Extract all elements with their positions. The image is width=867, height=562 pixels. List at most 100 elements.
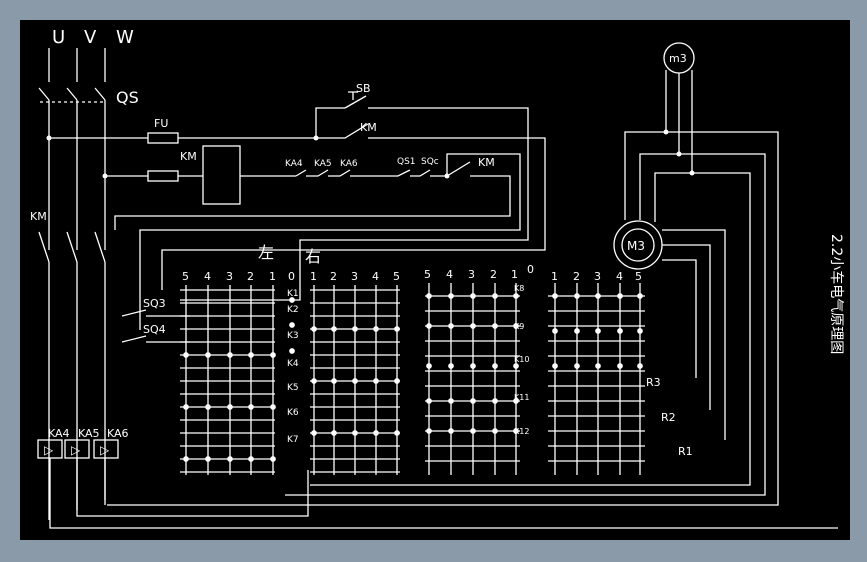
- right-grid-number: 3: [468, 268, 475, 281]
- grid-dot: [394, 378, 400, 384]
- grid-dot: [637, 363, 643, 369]
- grid-dot: [574, 363, 580, 369]
- control-circuit: [49, 91, 546, 330]
- right-grid-number: 1: [551, 270, 558, 283]
- grid-dot: [470, 363, 476, 369]
- left-grid-number: 1: [310, 270, 317, 283]
- r2-label: R2: [661, 411, 676, 424]
- grid-dot: [205, 456, 211, 462]
- ka6-label: KA6: [107, 427, 129, 440]
- sb-label: SB: [356, 82, 371, 95]
- right-k-labels: K8 K9 K10 K11 K12: [514, 284, 529, 436]
- ka6-contact-label: KA6: [340, 159, 358, 169]
- phase-label-w: W: [116, 27, 134, 48]
- left-label: 左: [258, 243, 274, 262]
- left-grid-number: 4: [204, 270, 211, 283]
- drawing-title: 2.2小车电气原理图: [828, 234, 845, 354]
- k-label: K11: [514, 393, 529, 402]
- m3-top-label: m3: [669, 52, 687, 65]
- grid-dot: [248, 352, 254, 358]
- right-grid-number: 5: [635, 270, 642, 283]
- grid-dot: [289, 348, 295, 354]
- grid-dot: [205, 404, 211, 410]
- grid-dot: [492, 363, 498, 369]
- grid-dot: [595, 363, 601, 369]
- relay-boxes: ▷ ▷ ▷: [37, 439, 838, 529]
- grid-dot: [248, 404, 254, 410]
- grid-dot: [470, 293, 476, 299]
- right-grid-numbers: 5 4 3 2 1 0 1 2 3 4 5: [424, 263, 642, 283]
- grid-dot: [311, 378, 317, 384]
- sq-switch-lines: [121, 309, 190, 343]
- grid-dot: [373, 326, 379, 332]
- grid-dot: [289, 322, 295, 328]
- right-grid-number: 2: [573, 270, 580, 283]
- right-grid-number: 1: [511, 268, 518, 281]
- grid-dot: [394, 430, 400, 436]
- r1-label: R1: [678, 445, 693, 458]
- grid-dot: [513, 363, 519, 369]
- qs1-contact-label: QS1: [397, 157, 416, 167]
- grid-dot: [352, 326, 358, 332]
- grid-dot: [492, 323, 498, 329]
- relay-symbol: ▷: [100, 443, 110, 457]
- k-label: K8: [514, 284, 524, 293]
- grid-dot: [617, 363, 623, 369]
- grid-dot: [227, 352, 233, 358]
- left-grid-number: 3: [351, 270, 358, 283]
- phase-label-u: U: [52, 27, 65, 48]
- grid-dot: [331, 430, 337, 436]
- right-grid-number: 4: [446, 268, 453, 281]
- grid-dot: [426, 323, 432, 329]
- grid-dot: [492, 428, 498, 434]
- grid-dot: [448, 398, 454, 404]
- fu-label: FU: [154, 117, 168, 130]
- right-grid-number: 3: [594, 270, 601, 283]
- k-label: K3: [287, 331, 299, 341]
- grid-dot: [617, 293, 623, 299]
- grid-dot: [574, 328, 580, 334]
- junction-dots: [46, 129, 695, 179]
- left-grid-number: 5: [182, 270, 189, 283]
- left-grid-number: 2: [247, 270, 254, 283]
- grid-dot: [270, 456, 276, 462]
- grid-dot: [205, 352, 211, 358]
- grid-dot: [227, 404, 233, 410]
- ka4-contact-label: KA4: [285, 159, 303, 169]
- k-label: K1: [287, 289, 299, 299]
- right-label: 右: [305, 247, 321, 266]
- grid-dot: [513, 293, 519, 299]
- grid-dot: [470, 323, 476, 329]
- phase-label-v: V: [84, 27, 97, 48]
- ka5-label: KA5: [78, 427, 100, 440]
- grid-dot: [513, 398, 519, 404]
- grid-dot: [183, 352, 189, 358]
- k-label: K10: [514, 355, 529, 364]
- right-controller-grid: [425, 283, 645, 475]
- grid-dot: [352, 430, 358, 436]
- k-label: K6: [287, 408, 299, 418]
- grid-dot: [552, 328, 558, 334]
- drawing-canvas[interactable]: [20, 20, 850, 540]
- grid-dot: [270, 352, 276, 358]
- grid-dot: [373, 430, 379, 436]
- grid-dot: [448, 363, 454, 369]
- grid-dot: [352, 378, 358, 384]
- k-label: K5: [287, 383, 299, 393]
- sq3-label: SQ3: [143, 297, 166, 310]
- right-grid-number: 0: [527, 263, 534, 276]
- grid-dot: [311, 326, 317, 332]
- sqc-contact-label: SQc: [421, 157, 439, 167]
- grid-dot: [552, 293, 558, 299]
- grid-dot: [183, 404, 189, 410]
- grid-dot: [227, 456, 233, 462]
- right-grid-number: 2: [490, 268, 497, 281]
- grid-dot: [248, 456, 254, 462]
- left-grid-number: 0: [288, 270, 295, 283]
- grid-dot: [492, 293, 498, 299]
- left-grid-number: 2: [330, 270, 337, 283]
- r3-label: R3: [646, 376, 661, 389]
- left-grid-number: 1: [269, 270, 276, 283]
- grid-dot: [448, 428, 454, 434]
- grid-dot: [492, 398, 498, 404]
